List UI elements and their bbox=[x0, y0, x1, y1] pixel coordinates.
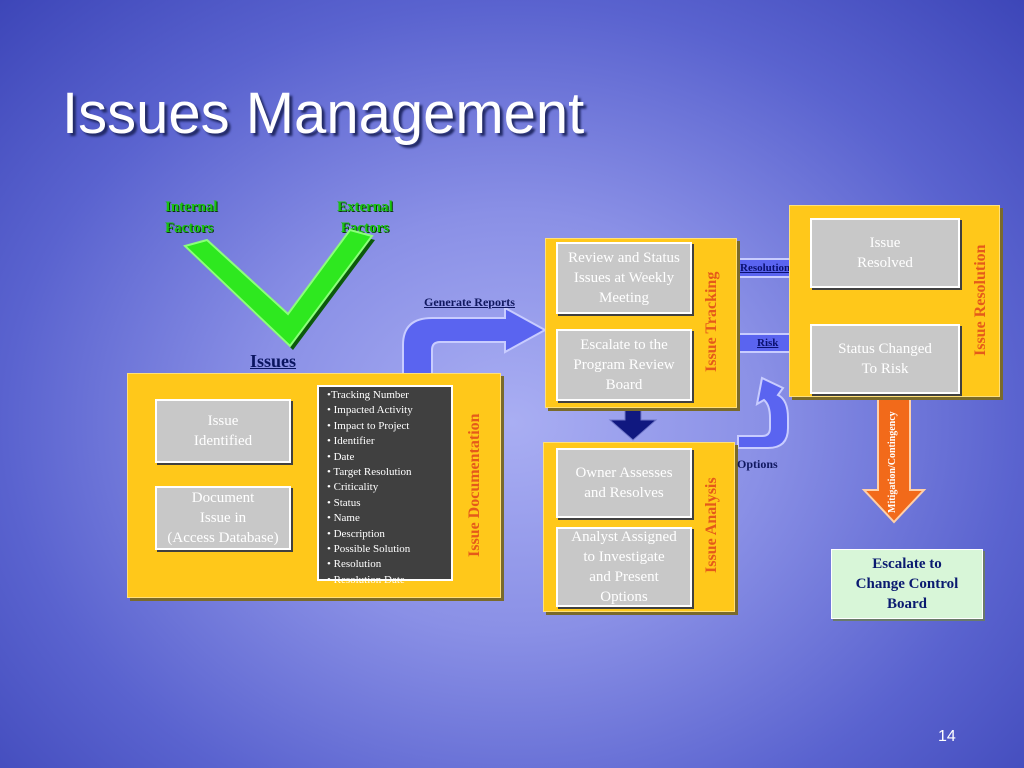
issue-field-item: • Identifier bbox=[327, 435, 375, 448]
issue-field-item: • Impacted Activity bbox=[327, 404, 413, 417]
generate-reports-arrow bbox=[402, 306, 548, 376]
internal-factors-line1: Internal bbox=[165, 199, 218, 215]
resolved-line1: Issue bbox=[869, 235, 901, 251]
review-status-box[interactable]: Review and Status Issues at Weekly Meeti… bbox=[556, 242, 692, 314]
internal-factors-line2: Factors bbox=[165, 220, 214, 236]
escalate-ccb-line2: Change Control bbox=[855, 576, 959, 592]
issue-identified-line1: Issue bbox=[207, 413, 239, 429]
internal-factors-label: Internal Factors bbox=[165, 197, 218, 239]
issue-identified-box[interactable]: Issue Identified bbox=[155, 399, 291, 463]
external-factors-line1: External bbox=[337, 199, 393, 215]
escalate-ccb-box[interactable]: Escalate to Change Control Board bbox=[831, 549, 983, 619]
issue-tracking-label: Issue Tracking bbox=[703, 271, 720, 373]
status-changed-line2: To Risk bbox=[861, 361, 909, 377]
issue-field-item: • Name bbox=[327, 512, 360, 525]
issue-resolved-box[interactable]: Issue Resolved bbox=[810, 218, 960, 288]
mitigation-arrow bbox=[861, 391, 927, 524]
issue-field-item: • Resolution bbox=[327, 558, 382, 571]
mitigation-label: Mitigation/Contingency bbox=[887, 411, 898, 513]
review-line2: Issues at Weekly bbox=[573, 270, 675, 286]
issue-analysis-label: Issue Analysis bbox=[703, 477, 720, 573]
analyst-line1: Analyst Assigned bbox=[571, 529, 677, 545]
risk-arrow-label: Risk bbox=[757, 337, 779, 349]
slide-title: Issues Management bbox=[62, 81, 585, 146]
escalate-ccb-line1: Escalate to bbox=[872, 556, 942, 572]
issue-documentation-label: Issue Documentation bbox=[466, 413, 483, 557]
analyst-line2: to Investigate bbox=[583, 549, 665, 565]
resolution-arrow-label: Resolution bbox=[740, 262, 791, 274]
escalate-board-line3: Board bbox=[605, 377, 643, 393]
document-issue-line2: Issue in bbox=[199, 510, 247, 526]
review-line3: Meeting bbox=[599, 290, 649, 306]
issue-field-item: • Target Resolution bbox=[327, 466, 412, 479]
issue-field-item: •Tracking Number bbox=[327, 389, 409, 401]
document-issue-box[interactable]: Document Issue in (Access Database) bbox=[155, 486, 291, 550]
factors-merge-arrow bbox=[183, 228, 375, 350]
issue-identified-line2: Identified bbox=[193, 433, 253, 449]
resolved-line2: Resolved bbox=[857, 255, 913, 271]
issue-resolution-label: Issue Resolution bbox=[972, 244, 989, 356]
options-label: Options bbox=[737, 457, 778, 471]
tracking-to-analysis-arrow bbox=[608, 404, 658, 441]
issue-fields-list: •Tracking Number • Impacted Activity • Imp… bbox=[317, 385, 453, 586]
issue-field-item: • Resolution Date bbox=[327, 573, 405, 586]
status-changed-line1: Status Changed bbox=[838, 341, 932, 357]
status-changed-box[interactable]: Status Changed To Risk bbox=[810, 324, 960, 394]
issue-field-item: • Impact to Project bbox=[327, 419, 410, 432]
escalate-board-line1: Escalate to the bbox=[580, 337, 668, 353]
analyst-line3: and Present bbox=[589, 569, 659, 585]
page-number: 14 bbox=[938, 728, 956, 745]
review-line1: Review and Status bbox=[568, 250, 680, 266]
owner-line1: Owner Assesses bbox=[575, 465, 673, 481]
options-arrow bbox=[737, 376, 789, 449]
issue-field-item: • Status bbox=[327, 496, 361, 509]
issue-field-item: • Date bbox=[327, 450, 355, 463]
generate-reports-label: Generate Reports bbox=[424, 295, 515, 309]
document-issue-line1: Document bbox=[191, 490, 255, 506]
analyst-line4: Options bbox=[600, 589, 648, 605]
document-issue-line3: (Access Database) bbox=[167, 530, 279, 546]
issue-field-item: • Criticality bbox=[327, 481, 379, 494]
analyst-assigned-box[interactable]: Analyst Assigned to Investigate and Pres… bbox=[556, 527, 692, 607]
owner-assesses-box[interactable]: Owner Assesses and Resolves bbox=[556, 448, 692, 518]
escalate-board-line2: Program Review bbox=[573, 357, 675, 373]
issue-field-item: • Possible Solution bbox=[327, 543, 411, 556]
escalate-ccb-line3: Board bbox=[886, 596, 927, 612]
owner-line2: and Resolves bbox=[584, 485, 664, 501]
issue-field-item: • Description bbox=[327, 527, 385, 540]
escalate-program-board-box[interactable]: Escalate to the Program Review Board bbox=[556, 329, 692, 401]
issues-label: Issues bbox=[250, 351, 297, 371]
